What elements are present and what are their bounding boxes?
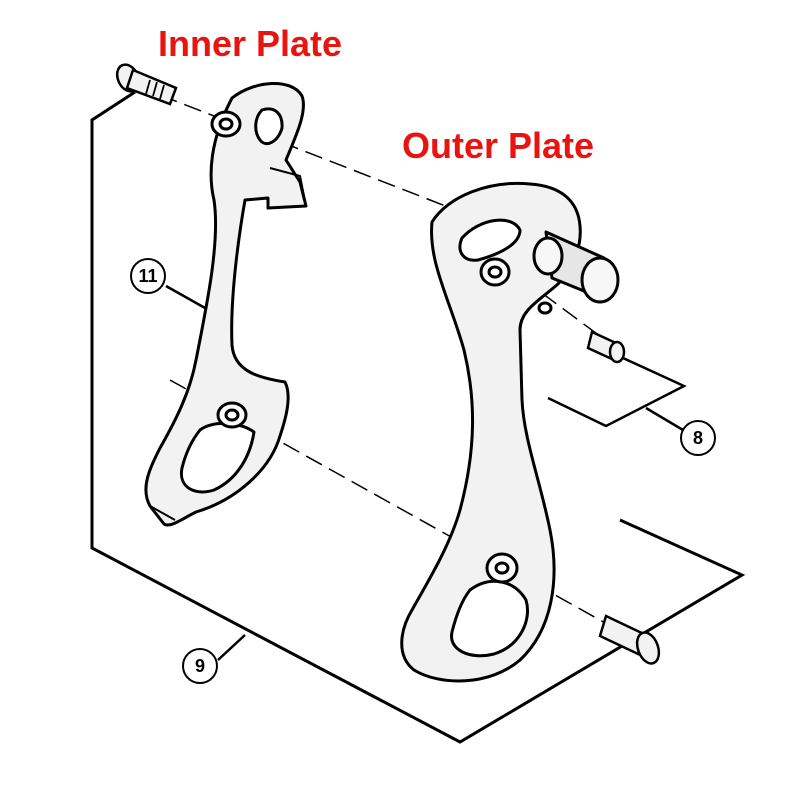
assembly-bracket-8 <box>547 350 687 428</box>
leader-line-8 <box>645 406 684 432</box>
top-screw <box>115 63 178 106</box>
outer-plate-label: Outer Plate <box>402 125 595 166</box>
leader-line-9 <box>217 634 246 661</box>
inner-plate <box>144 82 308 527</box>
callout-part-8: 8 <box>680 420 716 456</box>
outer-plate <box>400 181 620 683</box>
bottom-screw <box>598 614 661 665</box>
callout-part-11: 11 <box>130 258 166 294</box>
small-bolt <box>586 330 626 364</box>
leader-line-11 <box>165 284 206 310</box>
callout-part-9: 9 <box>182 648 218 684</box>
assembly-bracket-9 <box>90 90 746 744</box>
inner-plate-label: Inner Plate <box>158 23 343 64</box>
